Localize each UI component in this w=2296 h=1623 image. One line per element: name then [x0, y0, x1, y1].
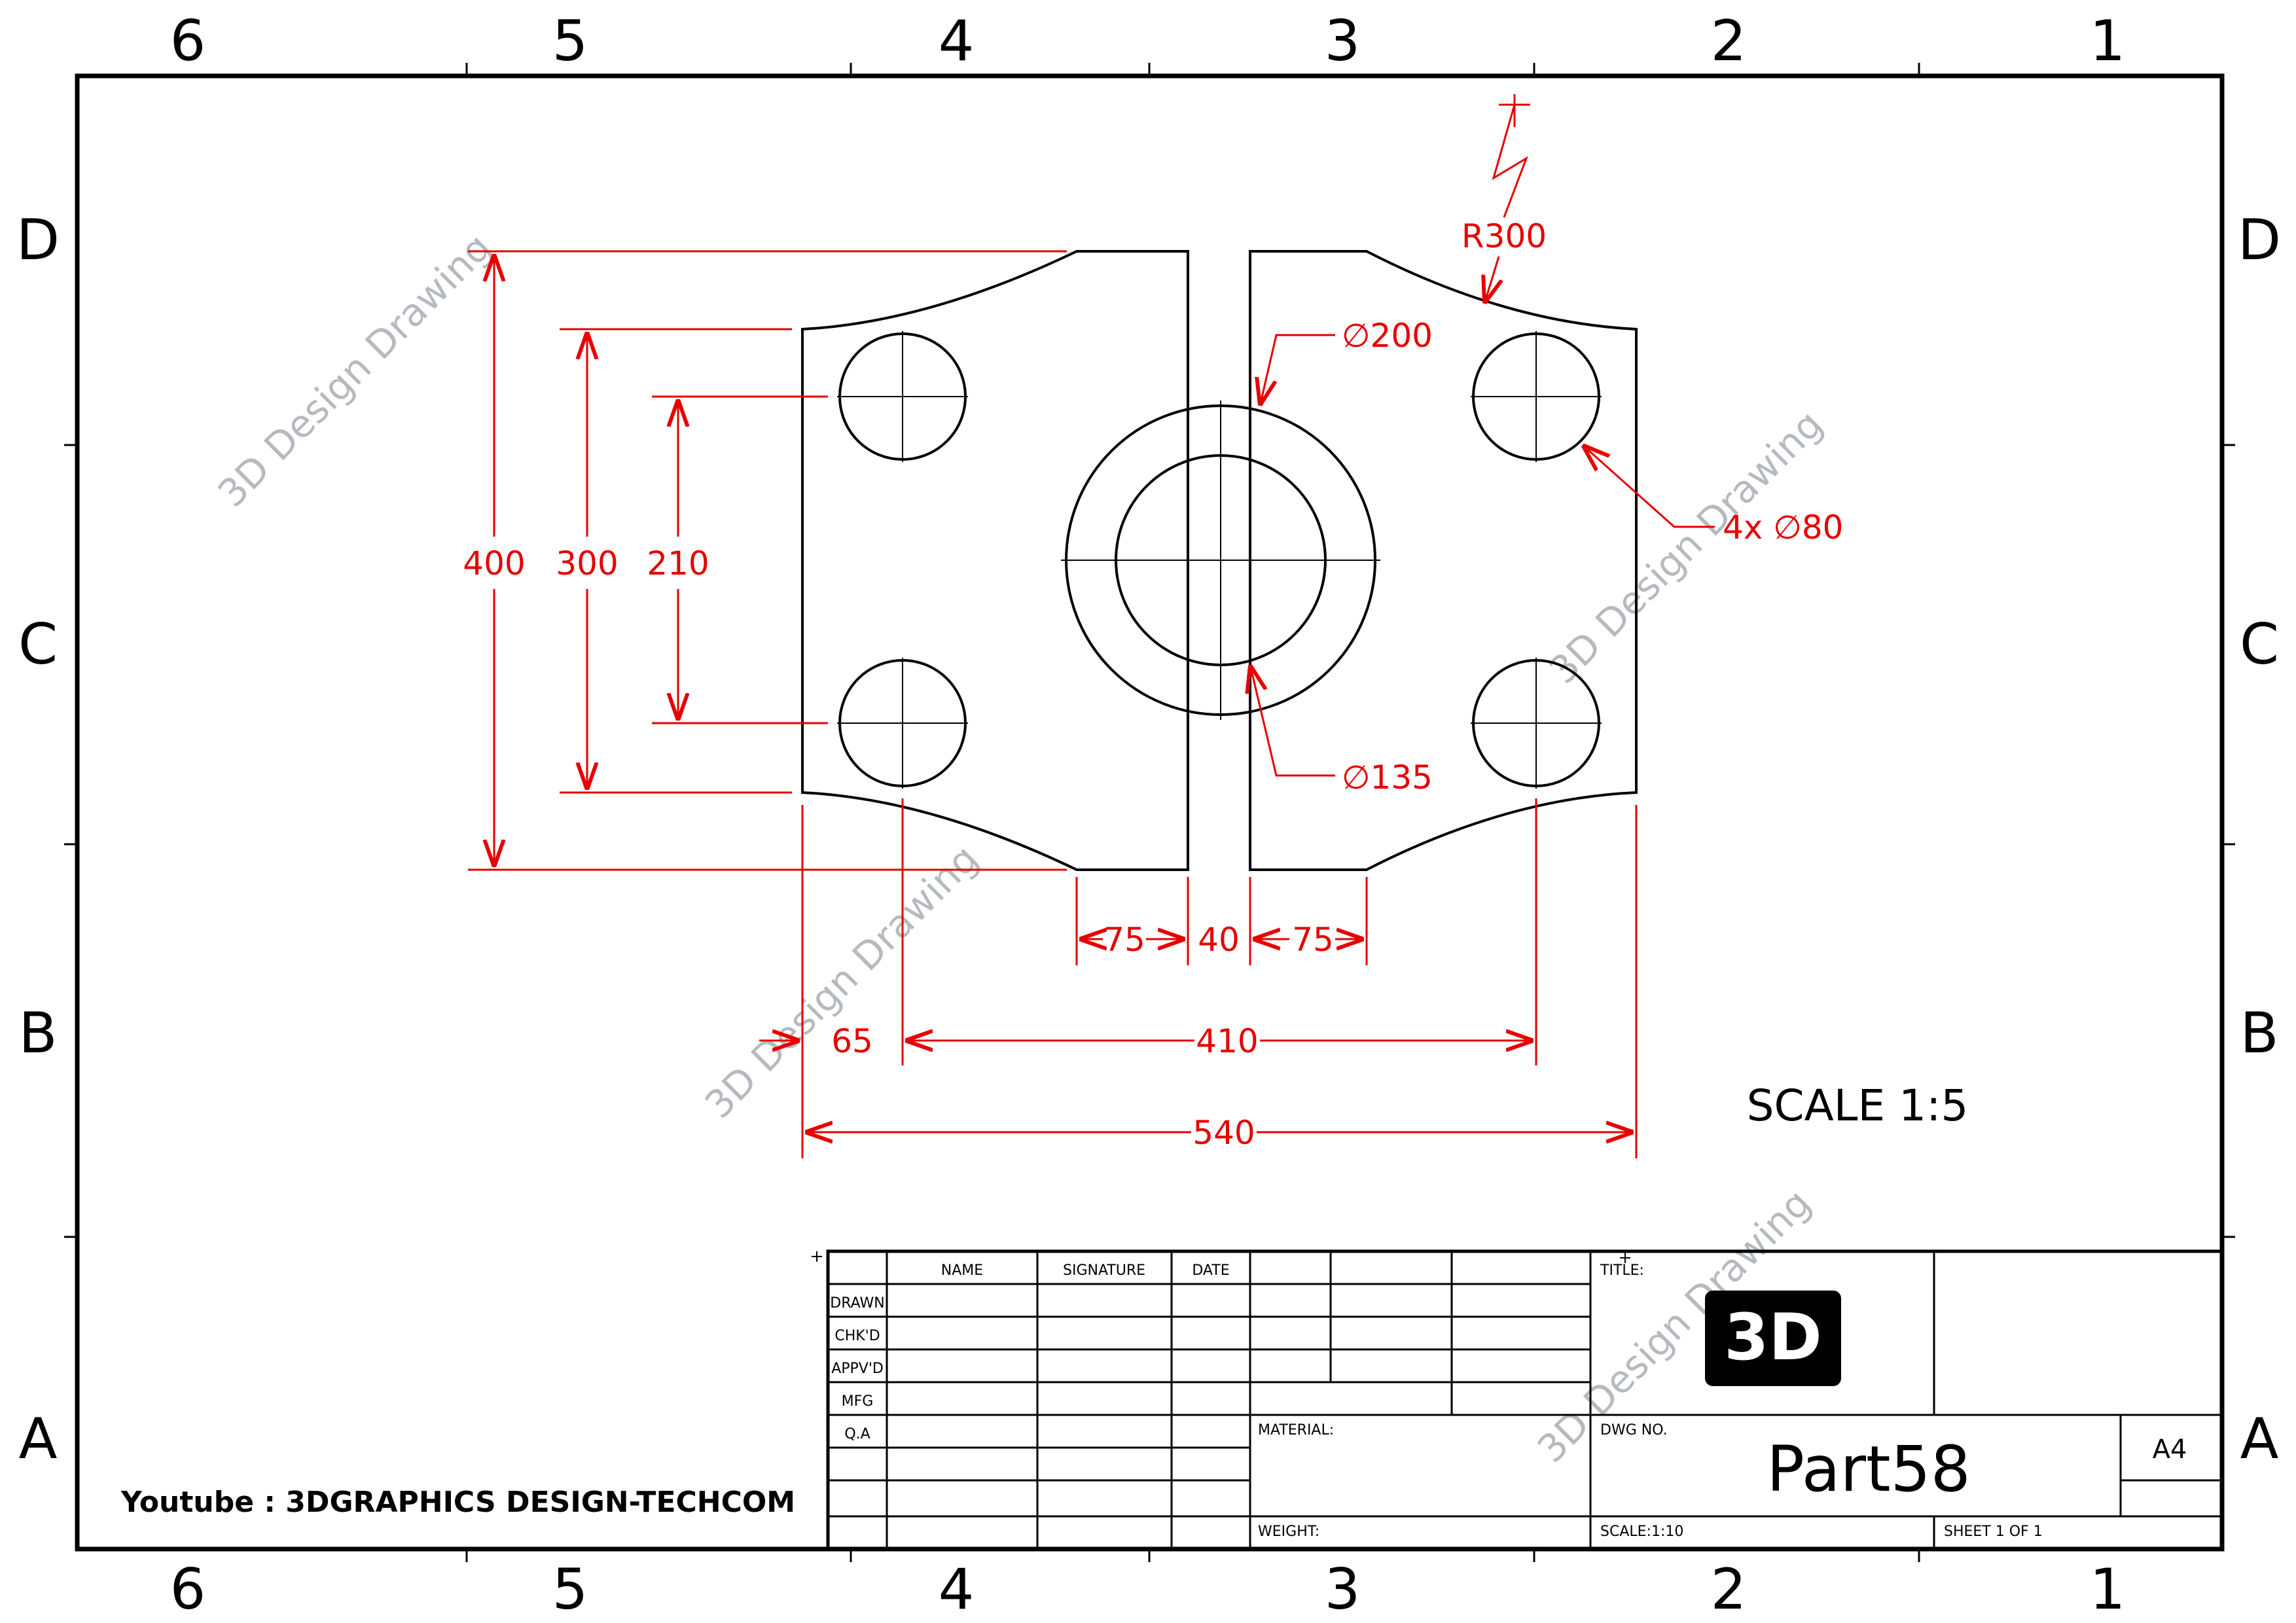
dim-410: 410 [1196, 1022, 1258, 1060]
logo-3d: 3D [1705, 1291, 1841, 1386]
dim-65: 65 [831, 1022, 873, 1060]
zone-col-top-4: 4 [939, 9, 975, 74]
dim-210: 210 [647, 544, 709, 582]
youtube-credit: Youtube : 3DGRAPHICS DESIGN-TECHCOM [120, 1486, 795, 1519]
dim-40: 40 [1198, 921, 1240, 959]
right-half-outline [1249, 250, 1638, 871]
zone-row-left-A: A [19, 1406, 58, 1472]
dim-75-left: 75 [1103, 921, 1145, 959]
dim-dia135: ∅135 [1342, 758, 1433, 796]
tb-weight-label: WEIGHT: [1258, 1524, 1319, 1540]
zone-row-right-D: D [2238, 207, 2281, 273]
watermark-1: 3D Design Drawing [209, 225, 500, 516]
zone-row-left-D: D [16, 207, 60, 273]
zone-col-bottom-2: 2 [1711, 1557, 1747, 1622]
dimension-lines [468, 94, 1715, 1158]
logo-3d-text: 3D [1724, 1300, 1822, 1375]
tb-header-signature: SIGNATURE [1063, 1262, 1145, 1279]
tb-dwgno-label: DWG NO. [1600, 1422, 1668, 1438]
tb-scale-label: SCALE:1:10 [1600, 1524, 1683, 1540]
dim-dia200: ∅200 [1342, 317, 1433, 355]
tb-row-chkd: CHK'D [834, 1328, 880, 1344]
zone-col-bottom-6: 6 [170, 1557, 206, 1622]
zone-col-top-3: 3 [1325, 9, 1361, 74]
dim-r300: R300 [1462, 217, 1547, 255]
dim-300: 300 [556, 544, 618, 582]
tb-header-date: DATE [1192, 1262, 1229, 1279]
zone-col-top-1: 1 [2090, 9, 2126, 74]
tb-header-name: NAME [941, 1262, 983, 1279]
zone-row-left-C: C [18, 612, 58, 677]
zone-row-right-B: B [2240, 1001, 2279, 1066]
tb-sheet-size: A4 [2153, 1435, 2187, 1465]
tb-material-label: MATERIAL: [1258, 1422, 1334, 1438]
left-half-outline [801, 250, 1189, 871]
tb-part-number: Part58 [1767, 1433, 1971, 1506]
zone-col-top-2: 2 [1711, 9, 1747, 74]
zone-col-bottom-5: 5 [552, 1557, 588, 1622]
centre-lines [837, 331, 1602, 789]
title-block [812, 1249, 2224, 1551]
dim-400: 400 [463, 544, 525, 582]
tb-row-drawn: DRAWN [830, 1295, 884, 1311]
scale-note: SCALE 1:5 [1747, 1080, 1969, 1131]
dim-75-right: 75 [1292, 921, 1334, 959]
dim-540: 540 [1193, 1114, 1255, 1152]
zone-col-bottom-3: 3 [1325, 1557, 1361, 1622]
zone-col-top-6: 6 [170, 9, 206, 74]
tb-title-label: TITLE: [1600, 1262, 1644, 1279]
tb-row-qa: Q.A [844, 1426, 870, 1442]
watermark-2: 3D Design Drawing [696, 836, 987, 1127]
zone-col-top-5: 5 [552, 9, 588, 74]
tb-row-appvd: APPV'D [831, 1361, 884, 1377]
tb-row-mfg: MFG [842, 1393, 874, 1410]
zone-row-right-A: A [2240, 1406, 2279, 1472]
zone-col-bottom-1: 1 [2090, 1557, 2126, 1622]
tb-sheet-label: SHEET 1 OF 1 [1944, 1524, 2043, 1540]
zone-row-right-C: C [2240, 612, 2279, 677]
zone-ticks [64, 63, 2235, 1562]
zone-col-bottom-4: 4 [939, 1557, 975, 1622]
dim-4x-dia80: 4x ∅80 [1723, 508, 1843, 546]
zone-row-left-B: B [19, 1001, 58, 1066]
